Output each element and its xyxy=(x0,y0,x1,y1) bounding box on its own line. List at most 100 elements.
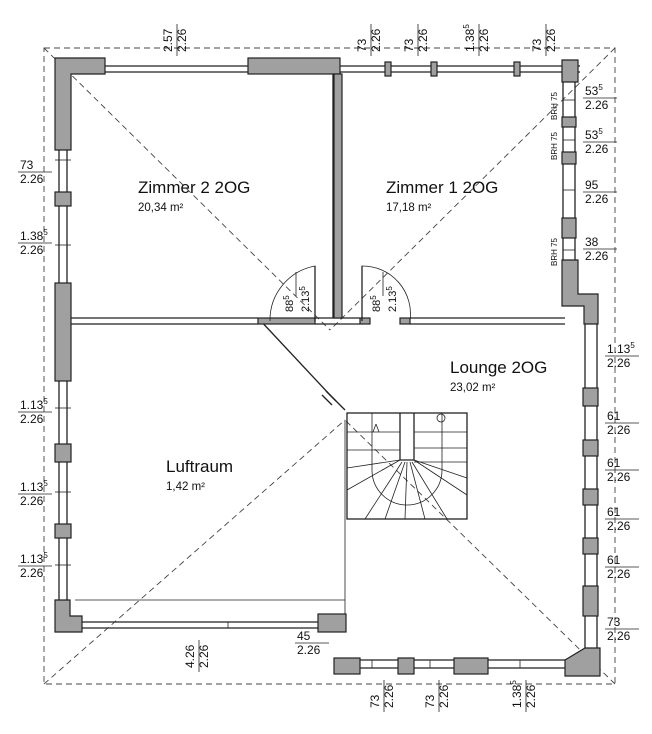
door-width: 88 xyxy=(284,300,296,312)
svg-text:885: 885 xyxy=(282,295,296,312)
brh-label: BRH 75 xyxy=(550,91,559,120)
dim-sup: 5 xyxy=(509,680,518,685)
wall-blocks xyxy=(54,57,601,677)
dim-width: 61 xyxy=(607,505,621,519)
dim-sup: 5 xyxy=(462,24,471,29)
brh-label: BRH 75 xyxy=(550,237,559,266)
dim-width: 1.38 xyxy=(20,229,44,243)
door-height-sup: 5 xyxy=(298,286,307,291)
top-dim-label: 2.57 xyxy=(161,28,175,52)
dim-width: 45 xyxy=(297,629,311,643)
bottom-dim-height: 2.26 xyxy=(524,684,538,708)
dim-width: 1.13 xyxy=(20,398,44,412)
bottom-dim-label: 1.385 xyxy=(509,680,524,708)
dim-sup: 5 xyxy=(43,397,48,406)
dim-width: 73 xyxy=(368,694,382,708)
bottom-dim-height: 2.26 xyxy=(297,643,321,657)
window-marks xyxy=(55,99,575,668)
right-dim-height: 2.26 xyxy=(585,192,609,206)
bottom-dim-label: 73 xyxy=(423,694,437,708)
room-area: 17,18 m² xyxy=(386,202,432,214)
right-dim-label: 61 xyxy=(607,553,621,567)
left-dim-label: 1.135 xyxy=(20,479,48,494)
bottom-dim-height: 2.26 xyxy=(197,644,211,668)
right-dim-height: 2.26 xyxy=(607,519,631,533)
dim-width: 38 xyxy=(585,235,599,249)
bottom-dim-label: 45 xyxy=(297,629,311,643)
dim-width: 73 xyxy=(607,615,621,629)
right-dim-label: 535 xyxy=(585,127,603,142)
left-dim-label: 73 xyxy=(20,158,34,172)
dim-width: 73 xyxy=(423,694,437,708)
dim-width: 73 xyxy=(402,38,416,52)
bottom-dim-height: 2.26 xyxy=(382,684,396,708)
dim-sup: 5 xyxy=(43,551,48,560)
right-dim-label: 535 xyxy=(585,83,603,98)
right-dim-height: 2.26 xyxy=(585,98,609,112)
door-height: 2.13 xyxy=(300,291,312,312)
door-width-sup: 5 xyxy=(369,295,378,300)
dim-sup: 5 xyxy=(43,228,48,237)
dim-width: 73 xyxy=(20,158,34,172)
dim-width: 4.26 xyxy=(183,644,197,668)
right-dim-label: 61 xyxy=(607,505,621,519)
right-dim-height: 2.26 xyxy=(607,423,631,437)
right-dim-height: 2.26 xyxy=(607,567,631,581)
dim-sup: 5 xyxy=(598,83,603,92)
right-dim-height: 2.26 xyxy=(607,356,631,370)
right-dim-label: 38 xyxy=(585,235,599,249)
bottom-dim-height: 2.26 xyxy=(437,684,451,708)
doors xyxy=(269,265,411,406)
left-dim-height: 2.26 xyxy=(20,243,44,257)
top-dim-height: 2.26 xyxy=(544,28,558,52)
left-dim-label: 1.385 xyxy=(20,228,48,243)
room-name: Zimmer 2 2OG xyxy=(138,178,250,197)
right-dim-height: 2.26 xyxy=(585,249,609,263)
top-dim-height: 2.26 xyxy=(477,28,491,52)
svg-text:2.135: 2.135 xyxy=(298,286,312,312)
door-labels: 885 2.135 885 2.135 xyxy=(282,272,399,312)
right-dim-label: 61 xyxy=(607,456,621,470)
left-dim-height: 2.26 xyxy=(20,494,44,508)
staircase xyxy=(346,412,468,520)
dim-width: 61 xyxy=(607,456,621,470)
room-name: Lounge 2OG xyxy=(450,358,547,377)
top-dim-label: 73 xyxy=(355,38,369,52)
left-dim-height: 2.26 xyxy=(20,172,44,186)
right-dim-label: 95 xyxy=(585,178,599,192)
left-dimensions: 732.261.3852.261.1352.261.1352.261.1352.… xyxy=(18,158,52,580)
door-height-sup: 5 xyxy=(385,286,394,291)
left-dim-height: 2.26 xyxy=(20,566,44,580)
brh-labels: BRH 75 BRH 75 BRH 75 xyxy=(550,91,559,266)
dim-width: 1.38 xyxy=(463,28,477,52)
top-dim-label: 1.385 xyxy=(462,24,477,52)
left-dim-label: 1.135 xyxy=(20,397,48,412)
dim-width: 95 xyxy=(585,178,599,192)
dim-width: 73 xyxy=(530,38,544,52)
bottom-dim-label: 4.26 xyxy=(183,644,197,668)
top-dim-height: 2.26 xyxy=(416,28,430,52)
dim-width: 61 xyxy=(607,553,621,567)
room-area: 20,34 m² xyxy=(138,202,184,214)
left-dim-label: 1.135 xyxy=(20,551,48,566)
door-height: 2.13 xyxy=(387,291,399,312)
dim-sup: 5 xyxy=(43,479,48,488)
dim-width: 1.38 xyxy=(510,684,524,708)
dim-width: 61 xyxy=(607,409,621,423)
room-area: 1,42 m² xyxy=(166,481,205,493)
dim-width: 1.13 xyxy=(20,480,44,494)
svg-text:2.135: 2.135 xyxy=(385,286,399,312)
dim-sup: 5 xyxy=(598,127,603,136)
right-dim-label: 61 xyxy=(607,409,621,423)
room-name: Luftraum xyxy=(166,457,233,476)
dim-width: 73 xyxy=(355,38,369,52)
right-dim-label: 73 xyxy=(607,615,621,629)
room-name: Zimmer 1 2OG xyxy=(386,178,498,197)
room-area: 23,02 m² xyxy=(450,382,496,394)
right-dim-height: 2.26 xyxy=(607,470,631,484)
dim-width: 53 xyxy=(585,128,599,142)
left-dim-height: 2.26 xyxy=(20,412,44,426)
